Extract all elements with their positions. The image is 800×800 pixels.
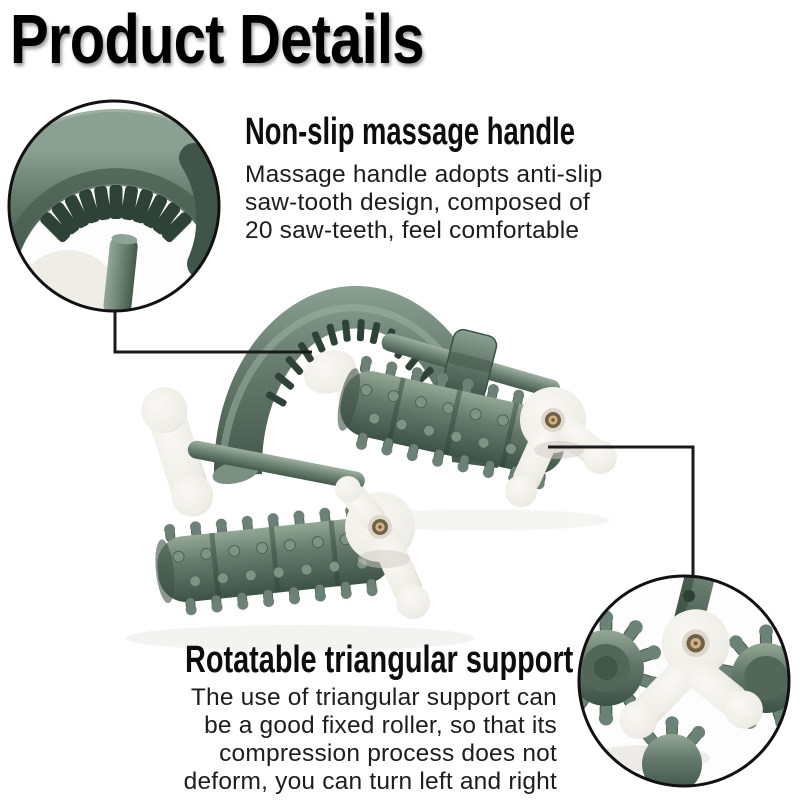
- body-line: compression process does not: [219, 740, 557, 767]
- shadow: [350, 509, 610, 531]
- rivet: [368, 515, 392, 539]
- body-line: deform, you can turn left and right: [183, 768, 557, 795]
- bone-support-zoom: [619, 609, 763, 739]
- handle-arm-zoom: [179, 143, 219, 279]
- shadow: [125, 625, 475, 651]
- body-line: be a good fixed roller, so that its: [204, 712, 557, 739]
- spiked-roller-zoom-left: [579, 610, 664, 726]
- feature-handle-body: Massage handle adopts anti-slip saw-toot…: [245, 161, 603, 245]
- rivet: [541, 408, 565, 432]
- handle-detail-inset: [9, 101, 219, 311]
- feature-support-body: The use of triangular support can be a g…: [184, 684, 557, 796]
- page-title: Product Details: [10, 0, 425, 78]
- massage-roller-photo: [125, 285, 617, 651]
- support-detail-inset: [579, 576, 789, 786]
- body-line: The use of triangular support can: [190, 684, 557, 711]
- body-line: 20 saw-teeth, feel comfortable: [245, 217, 580, 244]
- handle-rod-zoom: [103, 234, 138, 311]
- feature-handle-heading: Non-slip massage handle: [245, 111, 575, 153]
- roller-lower: [155, 501, 393, 617]
- body-line: saw-tooth design, composed of: [245, 189, 590, 216]
- spiked-roller-zoom-bottom: [635, 715, 709, 786]
- arm-divot: [683, 590, 695, 602]
- callout-line-handle: [113, 311, 312, 354]
- handle-bracket: [441, 328, 498, 399]
- roller-upper: [337, 354, 574, 491]
- support-detail-circle: [577, 574, 791, 788]
- feature-support-heading: Rotatable triangular support: [185, 639, 574, 681]
- bone-support-front-right: [505, 387, 617, 507]
- bone-support-back-left: [141, 387, 214, 517]
- bone-support-front-lower: [335, 476, 430, 619]
- callout-line-support: [548, 445, 695, 577]
- bone-support-blur: [20, 250, 116, 311]
- lower-axle: [187, 440, 365, 490]
- body-line: Massage handle adopts anti-slip: [245, 161, 603, 188]
